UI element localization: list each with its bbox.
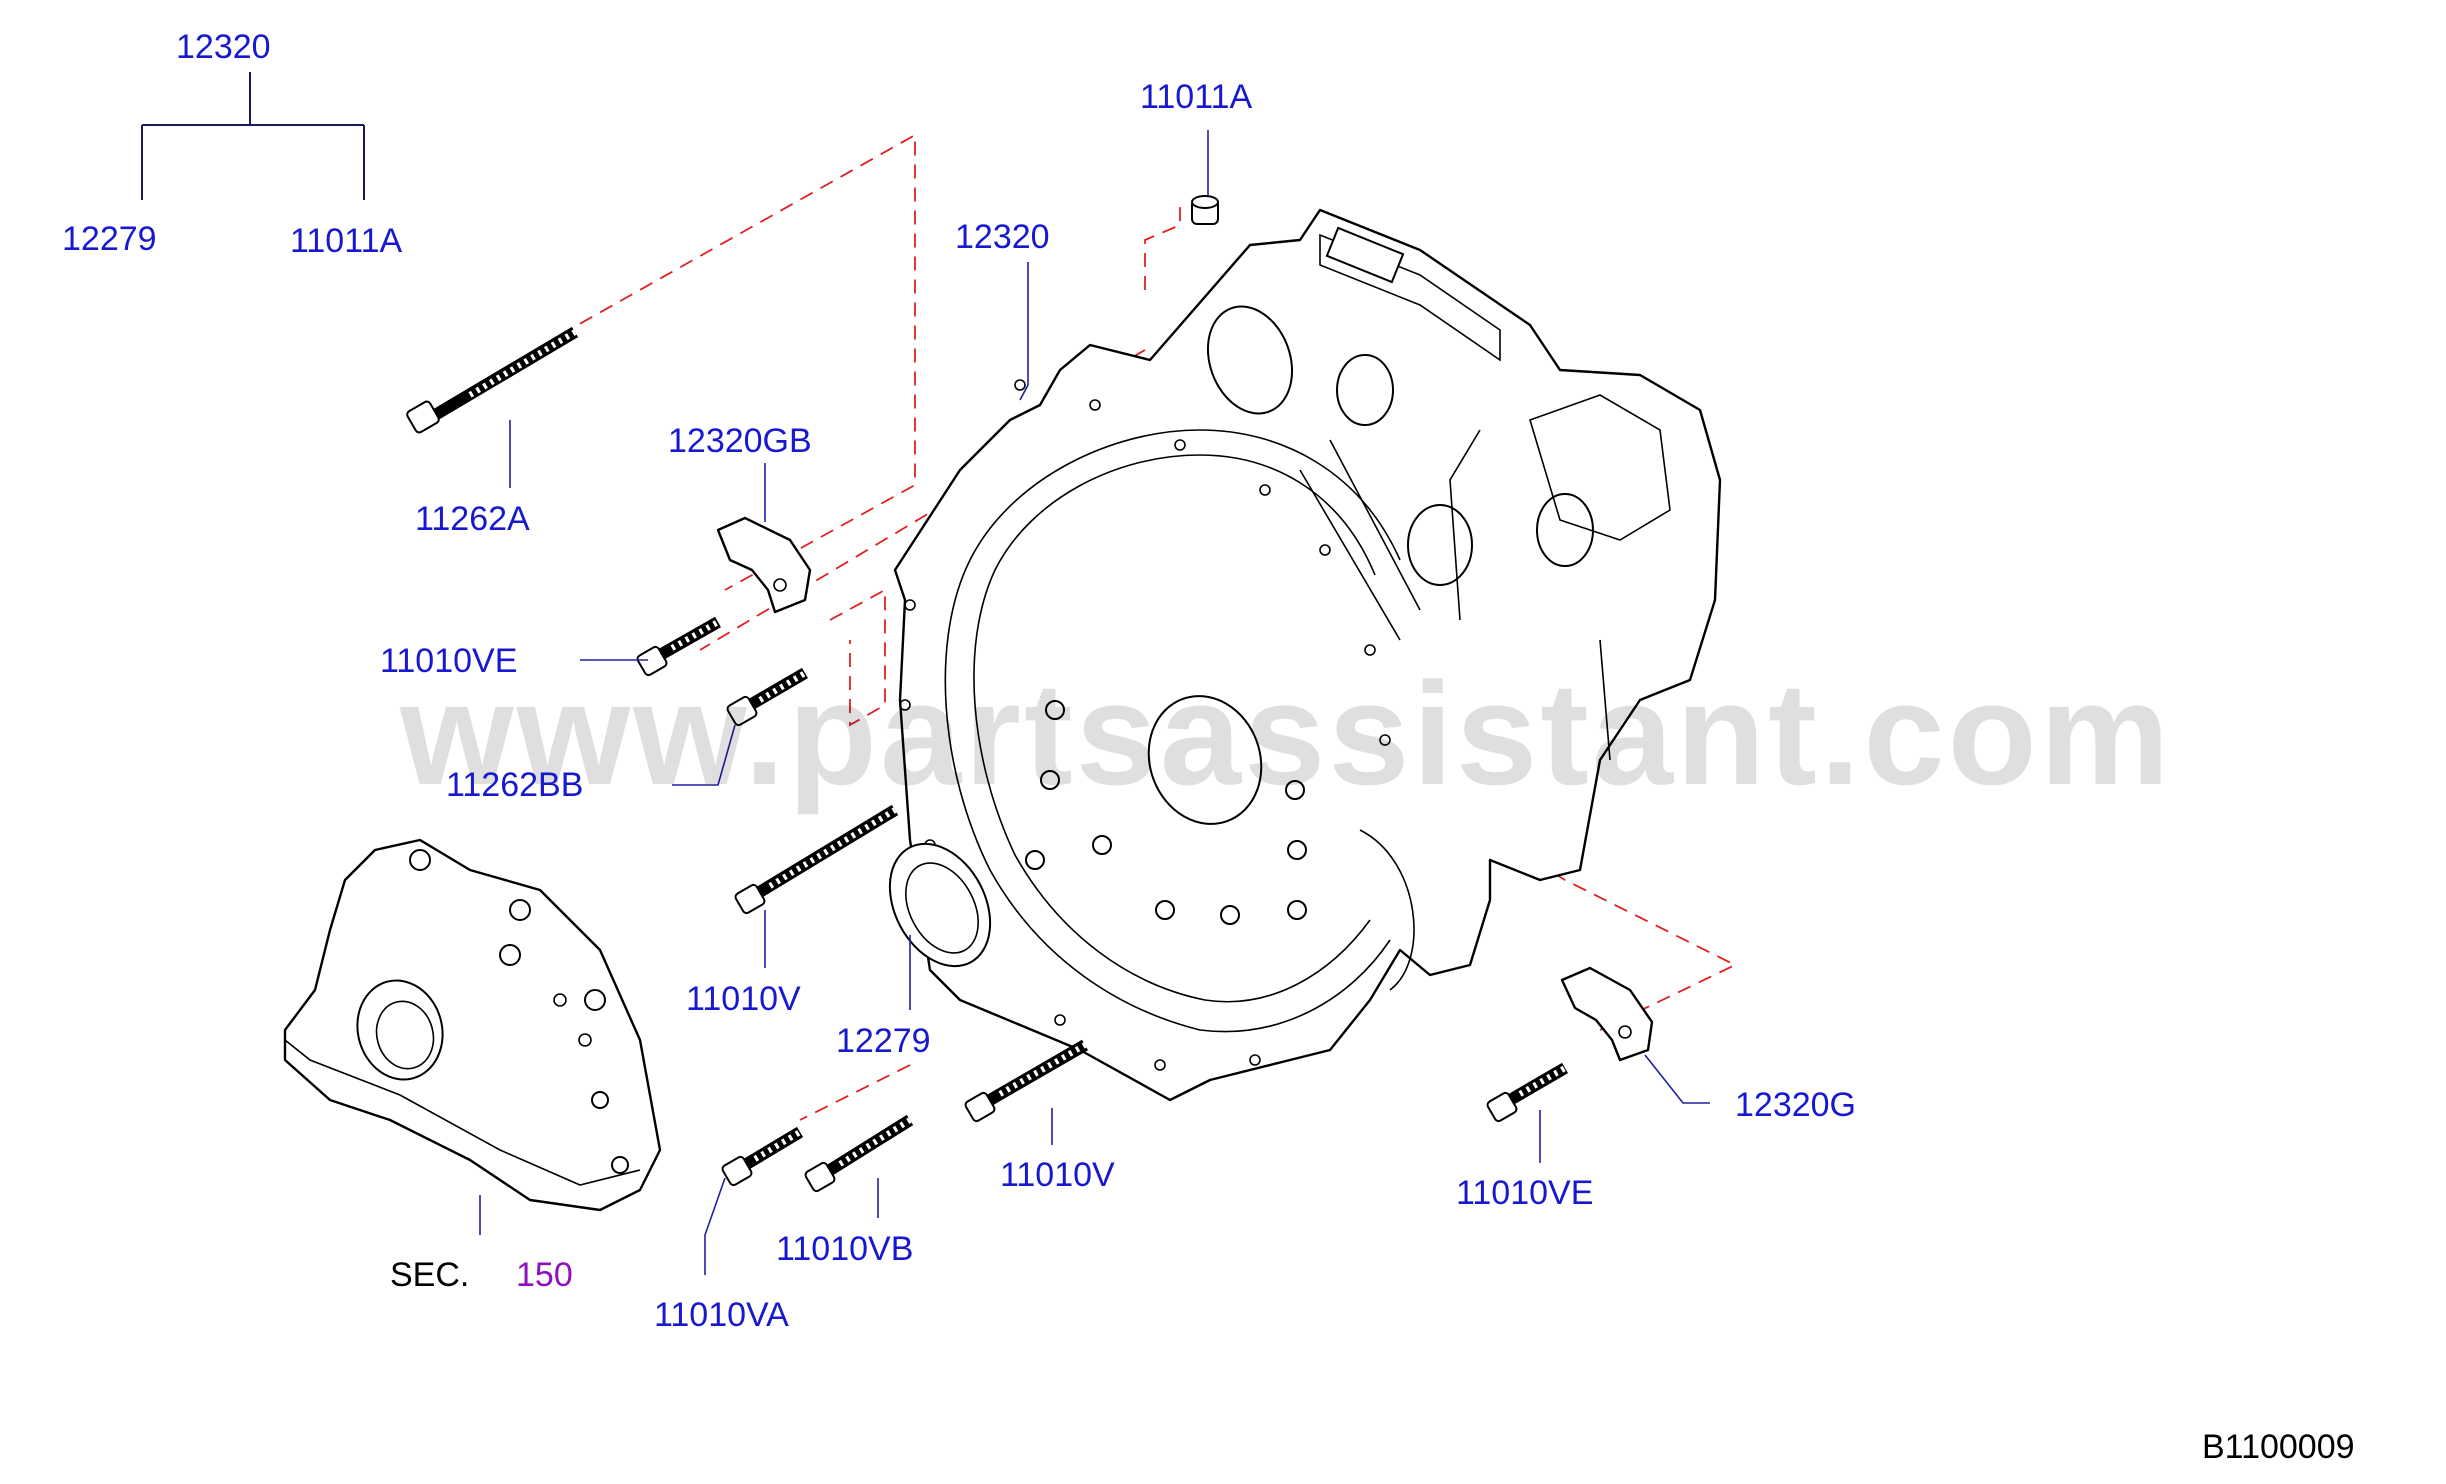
top-tree-bracket <box>141 72 365 200</box>
part-label-11011a-top[interactable]: 11011A <box>290 222 403 260</box>
part-label-12279-seal[interactable]: 12279 <box>836 1022 931 1060</box>
part-label-12279-top[interactable]: 12279 <box>62 220 157 258</box>
bolt-11010v-left <box>734 804 899 915</box>
bolt-11262bb <box>726 667 809 727</box>
oil-seal <box>888 842 992 968</box>
section-number-link[interactable]: 150 <box>516 1256 573 1294</box>
rear-cover-sec150 <box>283 838 662 1212</box>
part-label-11010ve-right[interactable]: 11010VE <box>1456 1174 1594 1212</box>
part-label-11010v-bottom[interactable]: 11010V <box>1000 1156 1115 1194</box>
bush-part <box>1191 195 1219 225</box>
part-label-11011a[interactable]: 11011A <box>1140 78 1253 116</box>
bolt-11010vb <box>804 1114 914 1193</box>
bolt-11010ve-left <box>636 616 721 677</box>
part-label-11010va[interactable]: 11010VA <box>654 1296 789 1334</box>
bolt-11010v-bottom <box>964 1039 1089 1123</box>
part-label-12320gb[interactable]: 12320GB <box>668 422 812 460</box>
bolt-11010va <box>721 1126 804 1187</box>
bracket-12320g <box>1560 966 1654 1062</box>
bolt-11010ve-right <box>1486 1062 1569 1123</box>
part-label-12320-housing[interactable]: 12320 <box>955 218 1050 256</box>
part-label-11010ve-left[interactable]: 11010VE <box>380 642 518 680</box>
part-label-11262bb[interactable]: 11262BB <box>446 766 584 804</box>
part-label-12320g[interactable]: 12320G <box>1735 1086 1856 1124</box>
section-prefix: SEC. <box>390 1256 470 1294</box>
part-label-11010vb[interactable]: 11010VB <box>776 1230 914 1268</box>
diagram-code: B1100009 <box>2202 1428 2355 1466</box>
bolt-long-11262a <box>406 326 579 434</box>
part-label-11262a[interactable]: 11262A <box>415 500 530 538</box>
watermark: www.partsassistant.com <box>400 652 2173 815</box>
part-label-12320-top[interactable]: 12320 <box>176 28 271 66</box>
part-label-11010v-left[interactable]: 11010V <box>686 980 801 1018</box>
leader-lines <box>479 130 1710 1275</box>
transmission-housing <box>893 208 1722 1102</box>
bracket-12320gb <box>716 516 812 614</box>
